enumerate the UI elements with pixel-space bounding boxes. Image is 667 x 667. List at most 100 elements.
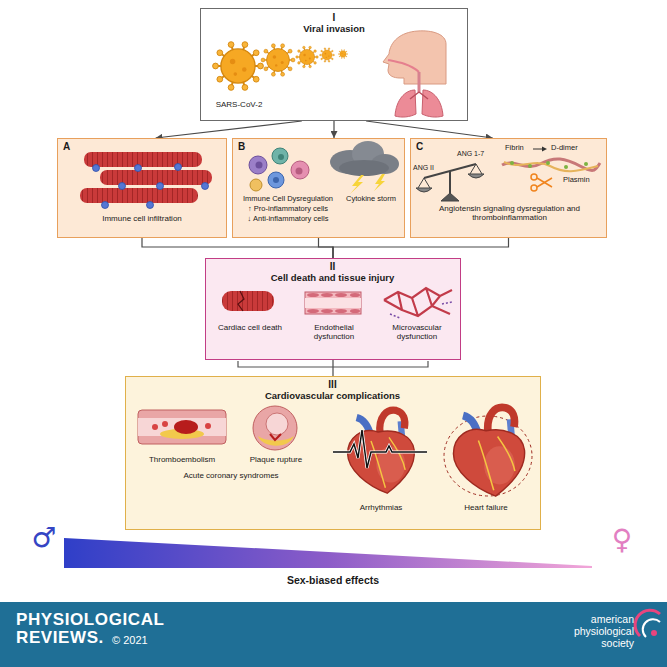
virus-illustration	[338, 50, 347, 59]
text-slot: Angiotensin signaling dysregulation and …	[417, 204, 602, 222]
scissors-illustration	[531, 174, 537, 180]
text-slot: Plaque rupture	[234, 455, 318, 464]
text-slot: Microvascular dysfunction	[378, 323, 456, 341]
fibrin-illustration	[533, 149, 543, 150]
cardiomyocyte-illustration	[80, 152, 212, 209]
failing-heart-illustration	[453, 407, 524, 496]
label-slot: ♀	[604, 524, 640, 556]
mechanism-label: Immune Cell Dysregulation	[235, 195, 341, 204]
sex-symbol: ♀	[604, 524, 640, 556]
immune-cells-illustration	[291, 161, 309, 179]
cardiomyocyte-illustration	[84, 152, 202, 167]
microvascular-illustration	[384, 288, 452, 316]
stage-number: I	[201, 12, 467, 24]
text-slot: A	[63, 141, 83, 153]
scale-label: ANG 1-7	[457, 150, 497, 158]
panel-letter: B	[238, 141, 258, 153]
endothelium-illustration	[307, 293, 360, 313]
virus-illustration	[261, 44, 295, 76]
immune-cells-illustration	[268, 172, 284, 188]
complication-label: Acute coronary syndromes	[146, 471, 316, 480]
plaque-illustration	[266, 413, 288, 435]
fibrin-illustration	[510, 161, 514, 165]
text-slot: B	[238, 141, 258, 153]
head-lungs-illustration	[410, 92, 428, 99]
virus-illustration	[296, 46, 319, 68]
immune-cells-illustration	[250, 179, 262, 191]
virus-illustration	[213, 42, 264, 91]
arrhythmia-heart-illustration	[333, 430, 427, 468]
arrhythmia-heart-illustration	[348, 410, 415, 493]
text-slot: Immune Cell Dysregulation	[235, 195, 341, 204]
fibrin-illustration	[504, 162, 598, 171]
fibrin-illustration	[564, 165, 568, 169]
head-lungs-illustration	[383, 31, 446, 117]
head-lungs-illustration	[395, 90, 416, 117]
cardiac-cell-illustration	[222, 291, 274, 311]
cardiomyocyte-illustration	[119, 183, 126, 190]
fibrin-illustration	[502, 147, 600, 172]
immune-cells-illustration	[256, 162, 263, 169]
microvascular-illustration	[384, 288, 452, 318]
balance-scale-illustration	[441, 193, 459, 201]
text-slot: ↓ Anti-inflammatory cells	[235, 215, 341, 224]
plaque-illustration	[253, 406, 297, 450]
connector-arrow	[156, 121, 302, 138]
text-slot: Cardiovascular complications	[126, 391, 539, 402]
storm-label: Cytokine storm	[341, 195, 401, 204]
failing-heart-illustration	[444, 407, 532, 496]
stage-box: IViral invasionSARS-CoV-2	[200, 8, 468, 121]
fibrin-illustration	[528, 164, 532, 168]
cell-change-label: ↓ Anti-inflammatory cells	[235, 215, 341, 224]
cell-change-label: ↑ Pro-inflammatory cells	[235, 205, 341, 214]
text-slot: Cardiac cell death	[210, 323, 290, 332]
arrhythmia-heart-illustration	[333, 410, 427, 493]
text-slot: III	[126, 379, 539, 391]
text-slot: Heart failure	[436, 503, 536, 512]
endothelium-illustration	[350, 293, 360, 297]
text-slot: Viral invasion	[201, 24, 467, 35]
storm-cloud-illustration	[374, 174, 385, 191]
text-slot: Thromboembolism	[132, 455, 232, 464]
stage-number: III	[126, 379, 539, 391]
thrombus-illustration	[138, 410, 226, 444]
mechanism-label: Angiotensin signaling dysregulation and …	[417, 204, 602, 222]
text-slot: american physiological society	[556, 613, 634, 649]
connector-arrow	[333, 238, 509, 258]
text-slot: Cell death and tissue injury	[206, 273, 459, 284]
society-logo	[635, 610, 660, 637]
balance-scale-illustration	[418, 164, 482, 188]
stage-box: IICell death and tissue injuryCardiac ce…	[205, 258, 461, 360]
axis-label: Sex-biased effects	[183, 574, 483, 586]
endothelium-illustration	[307, 309, 319, 313]
text-slot: Cytokine storm	[341, 195, 401, 204]
endothelium-illustration	[321, 309, 333, 313]
virus-label: SARS-CoV-2	[203, 100, 275, 109]
storm-cloud-illustration	[339, 160, 389, 176]
failing-heart-illustration	[444, 416, 532, 496]
text-slot: C	[416, 141, 436, 153]
storm-cloud-illustration	[371, 154, 399, 174]
arrhythmia-heart-illustration	[333, 430, 427, 468]
storm-cloud-illustration	[352, 141, 384, 167]
text-slot: D-dimer	[551, 144, 595, 153]
fibrin-label: Fibrin	[505, 144, 533, 153]
text-slot: Endothelial dysfunction	[294, 323, 374, 341]
endothelium-illustration	[350, 309, 360, 313]
cardiomyocyte-illustration	[100, 170, 212, 185]
microvascular-illustration	[390, 302, 452, 318]
footer-band: PHYSIOLOGICAL REVIEWS.© 2021american phy…	[0, 602, 667, 667]
copyright-note: © 2021	[112, 634, 172, 647]
fibrin-illustration	[546, 161, 550, 165]
complication-label: Plaque rupture	[234, 455, 318, 464]
balance-scale-illustration	[416, 188, 432, 192]
storm-cloud-illustration	[350, 175, 364, 194]
text-slot: ANG II	[413, 164, 445, 172]
endothelium-illustration	[307, 293, 319, 297]
label-slot: ♂	[26, 522, 62, 554]
text-slot: I	[201, 12, 467, 24]
stage-title: Cardiovascular complications	[126, 391, 539, 402]
enzyme-label: Plasmin	[563, 176, 605, 185]
thrombus-illustration	[205, 423, 211, 429]
immune-cells-illustration	[273, 177, 279, 183]
